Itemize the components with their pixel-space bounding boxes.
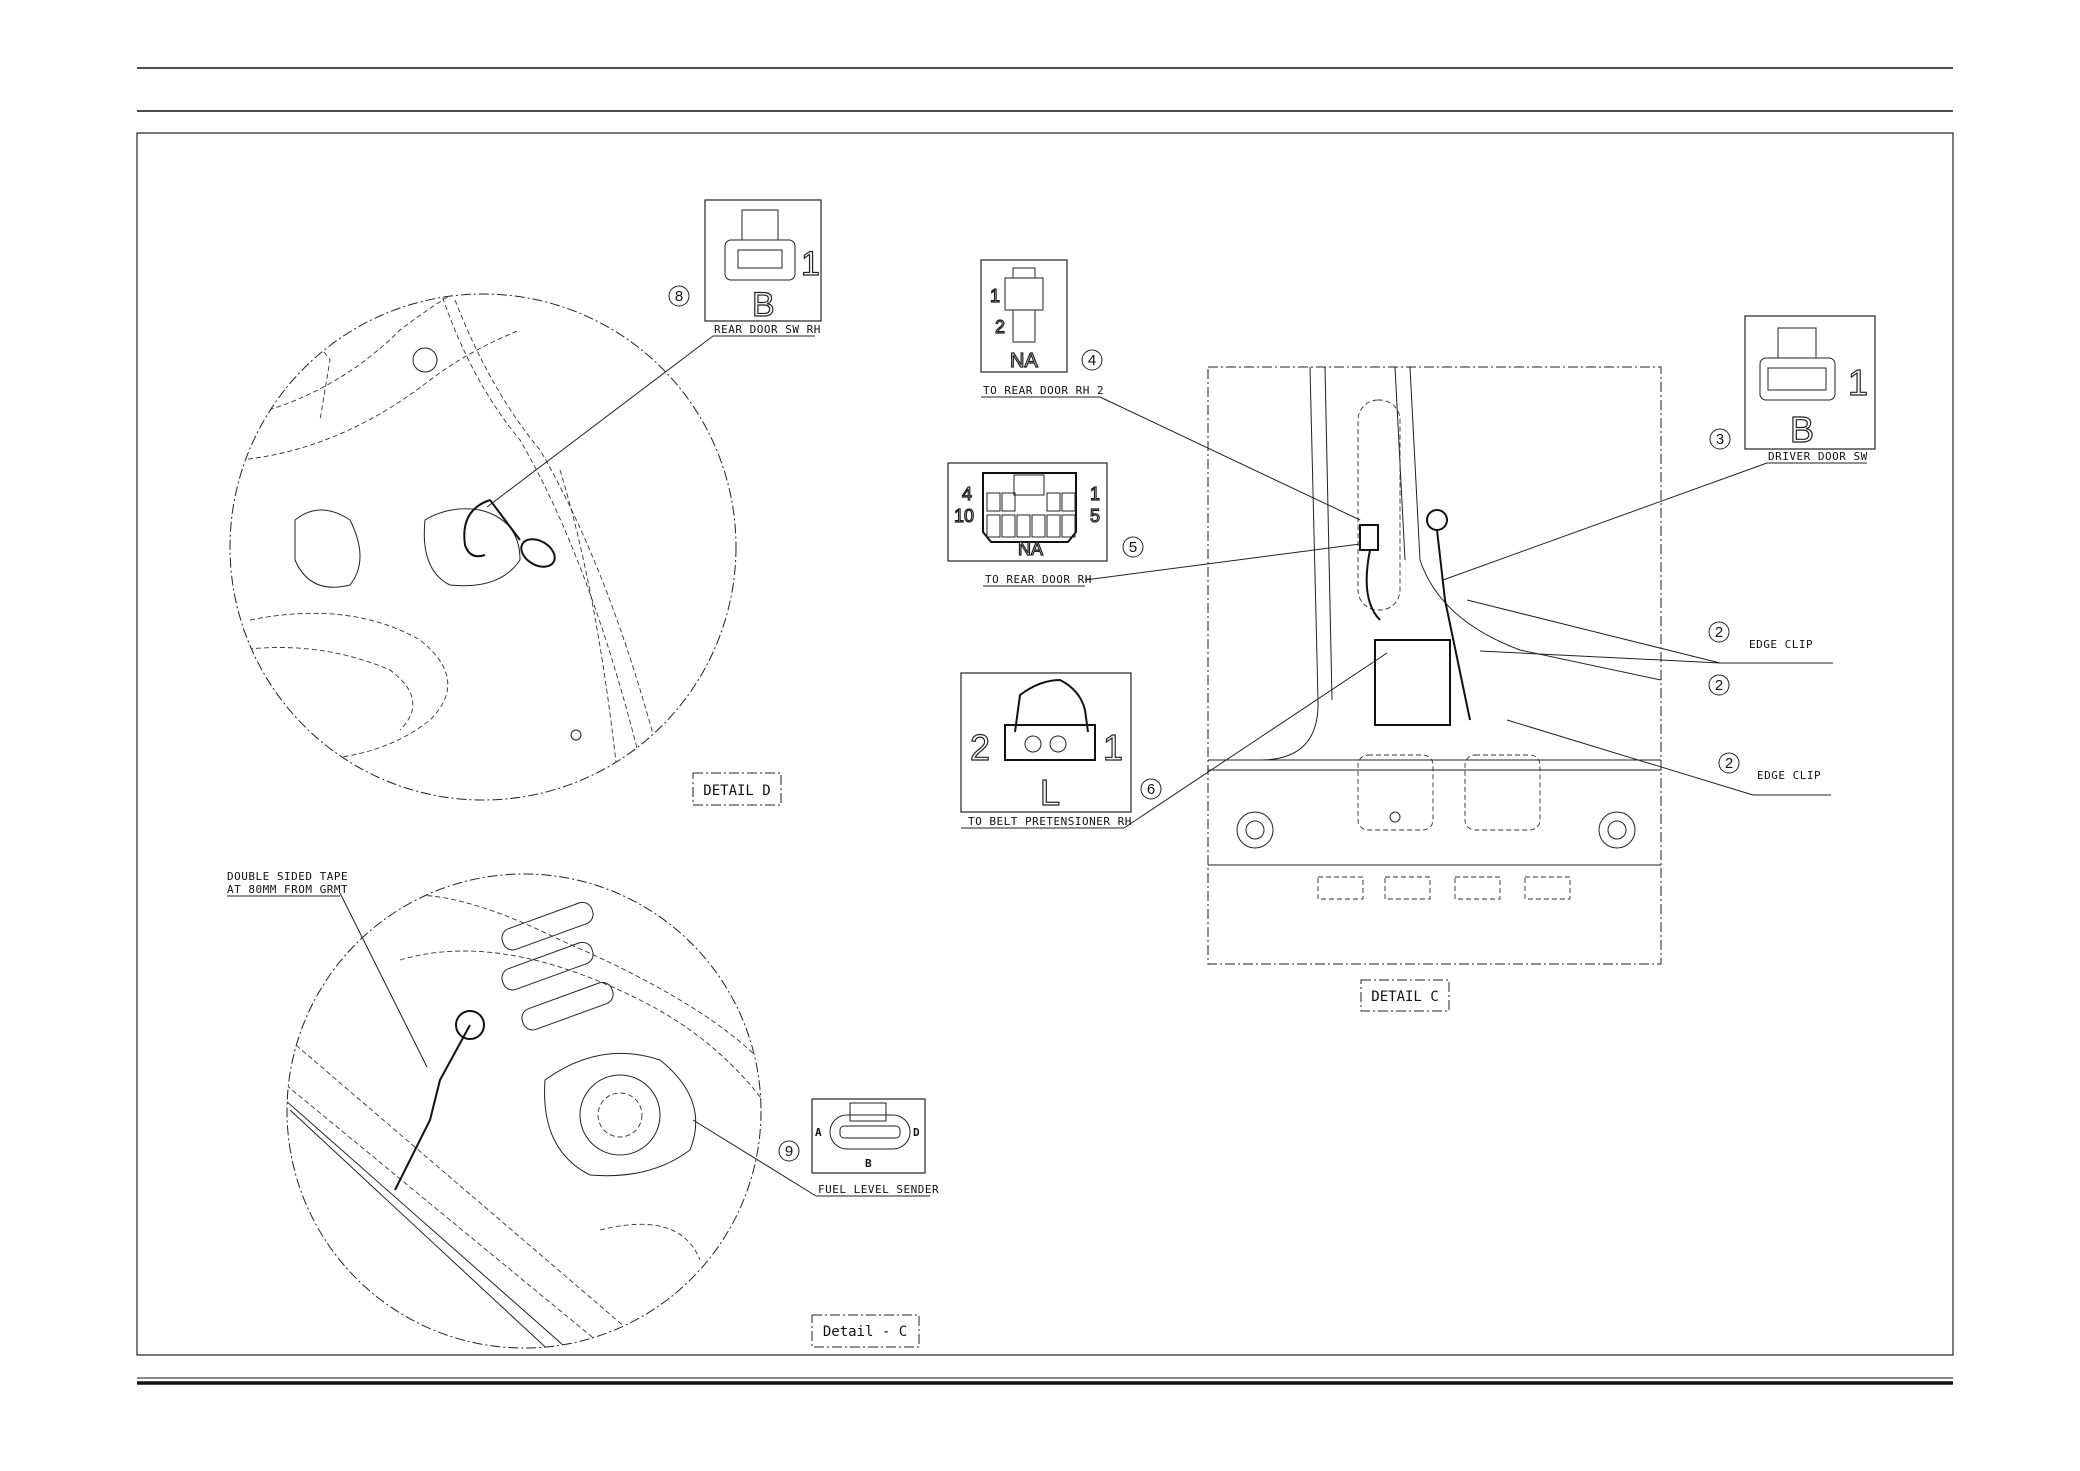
svg-text:DETAIL D: DETAIL D [703, 783, 770, 799]
svg-text:1: 1 [990, 286, 1000, 306]
label-to-belt-pretensioner-rh: TO BELT PRETENSIONER RH [968, 815, 1132, 828]
svg-text:1: 1 [1103, 727, 1123, 768]
connector-3-driver-door-sw: 1 B DRIVER DOOR SW 3 [1709, 315, 1876, 464]
svg-text:B: B [752, 286, 775, 324]
svg-text:A: A [815, 1126, 822, 1139]
svg-text:NA: NA [1018, 539, 1043, 559]
callout-2-a: 2 [1715, 624, 1723, 641]
callout-2-c: 2 [1725, 755, 1733, 772]
callout-6: 6 [1147, 781, 1155, 798]
svg-text:2: 2 [995, 317, 1005, 337]
svg-text:B: B [1790, 409, 1814, 450]
label-driver-door-sw: DRIVER DOOR SW [1768, 450, 1868, 463]
svg-text:DOUBLE SIDED TAPE: DOUBLE SIDED TAPE [227, 870, 348, 883]
detail-c-view [1207, 366, 1662, 965]
label-fuel-level-sender: FUEL LEVEL SENDER [818, 1183, 939, 1196]
connector-5-to-rear-door-rh: 4 10 1 5 NA TO REAR DOOR RH 5 [947, 462, 1144, 587]
callout-3: 3 [1716, 431, 1724, 448]
svg-text:Detail - C: Detail - C [823, 1324, 907, 1340]
detail-d-view [229, 293, 737, 801]
leader-lines [339, 335, 1768, 1197]
connector-4-to-rear-door-rh-2: 1 2 NA TO REAR DOOR RH 2 4 [980, 259, 1104, 398]
callout-8: 8 [675, 288, 683, 305]
label-edge-clip-c: EDGE CLIP [1757, 769, 1821, 782]
detail-c-title: DETAIL C [1360, 979, 1450, 1012]
svg-text:DETAIL C: DETAIL C [1371, 989, 1438, 1005]
tape-note: DOUBLE SIDED TAPE AT 80MM FROM GRMT [227, 870, 348, 897]
svg-text:D: D [913, 1126, 920, 1139]
detail-d-title: DETAIL D [692, 772, 782, 806]
svg-text:10: 10 [954, 506, 974, 526]
svg-text:NA: NA [1010, 350, 1038, 372]
callout-9: 9 [785, 1143, 793, 1160]
svg-text:2: 2 [970, 727, 990, 768]
label-edge-clip-a: EDGE CLIP [1749, 638, 1813, 651]
connector-9-fuel-level-sender: A D B FUEL LEVEL SENDER 9 [778, 1098, 939, 1197]
edge-clip-callouts: 2 EDGE CLIP 2 2 EDGE CLIP [1708, 621, 1833, 796]
svg-text:1: 1 [801, 245, 820, 283]
callout-5: 5 [1129, 539, 1137, 556]
label-to-rear-door-rh: TO REAR DOOR RH [985, 573, 1092, 586]
svg-text:5: 5 [1090, 506, 1100, 526]
connector-6-to-belt-pretensioner-rh: 2 1 L TO BELT PRETENSIONER RH 6 [960, 672, 1162, 829]
detail-c-fuel-title: Detail - C [811, 1314, 920, 1348]
label-rear-door-sw-rh: REAR DOOR SW RH [714, 323, 821, 336]
label-to-rear-door-rh-2: TO REAR DOOR RH 2 [983, 384, 1104, 397]
callout-2-b: 2 [1715, 677, 1723, 694]
detail-c-fuel-view [286, 873, 762, 1349]
svg-text:B: B [865, 1157, 872, 1170]
callout-4: 4 [1088, 352, 1096, 369]
svg-text:4: 4 [962, 484, 972, 504]
svg-text:AT 80MM FROM GRMT: AT 80MM FROM GRMT [227, 883, 348, 896]
connector-8-rear-door-sw-rh: 1 B REAR DOOR SW RH 8 [668, 199, 822, 337]
svg-text:1: 1 [1090, 484, 1100, 504]
svg-text:1: 1 [1848, 362, 1868, 403]
drawing-frame [136, 132, 1954, 1356]
svg-text:L: L [1040, 772, 1060, 813]
